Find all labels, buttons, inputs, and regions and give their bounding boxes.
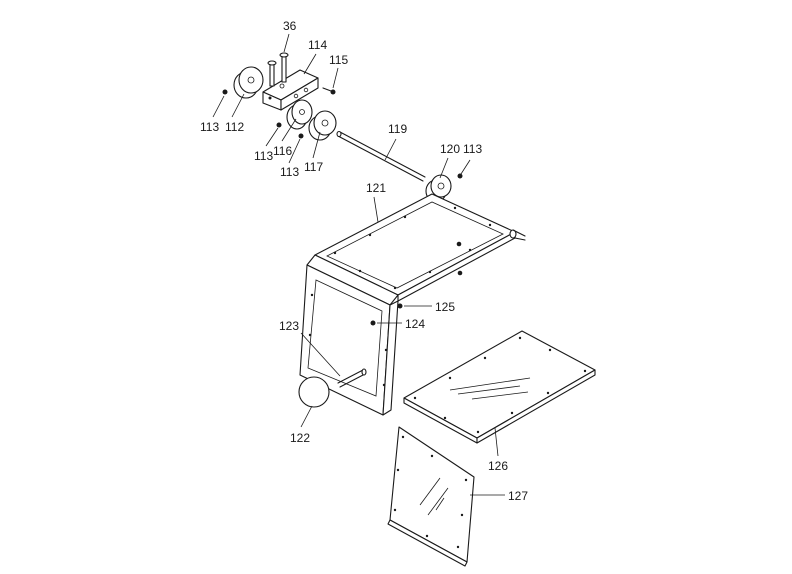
callout-114: 114: [308, 38, 327, 52]
callout-113: 113: [280, 165, 299, 179]
panel-127: [387, 426, 475, 567]
callout-117: 117: [304, 160, 323, 174]
callout-112: 112: [225, 120, 244, 134]
screw-113-a: [222, 89, 228, 95]
leader-lines: [212, 33, 505, 496]
washer-116: [286, 99, 313, 130]
hinge-block-114: [262, 69, 319, 111]
screw-125-b: [456, 241, 462, 247]
callout-116: 116: [273, 144, 292, 158]
screw-124: [370, 320, 376, 326]
callout-36: 36: [283, 19, 297, 33]
screw-113-c: [298, 133, 304, 139]
callout-120: 120: [440, 142, 460, 156]
bolt-36: [267, 52, 289, 87]
callout-127: 127: [508, 489, 528, 503]
frame-121: [299, 193, 526, 416]
washer-117: [308, 110, 337, 141]
callout-126: 126: [488, 459, 508, 473]
panel-126: [403, 330, 596, 444]
callout-115: 115: [329, 53, 348, 67]
shaft-119: [336, 130, 426, 182]
callout-122: 122: [290, 431, 310, 445]
washer-112: [233, 66, 264, 99]
callout-123: 123: [279, 319, 299, 333]
screw-125: [397, 303, 403, 309]
callout-113: 113: [463, 142, 482, 156]
callout-113: 113: [254, 149, 273, 163]
knob-122: [298, 376, 330, 408]
screw-113-d: [457, 173, 463, 179]
callout-labels: 36 114 115 113 112 113 116 113 117 119 1…: [200, 19, 528, 503]
stud-123: [337, 368, 367, 388]
callout-125: 125: [435, 300, 455, 314]
screw-115: [322, 87, 336, 95]
callout-119: 119: [388, 122, 407, 136]
callout-124: 124: [405, 317, 425, 331]
screw-113-b: [276, 122, 282, 128]
callout-121: 121: [366, 181, 386, 195]
screw-125-c: [457, 270, 463, 276]
callout-113: 113: [200, 120, 219, 134]
